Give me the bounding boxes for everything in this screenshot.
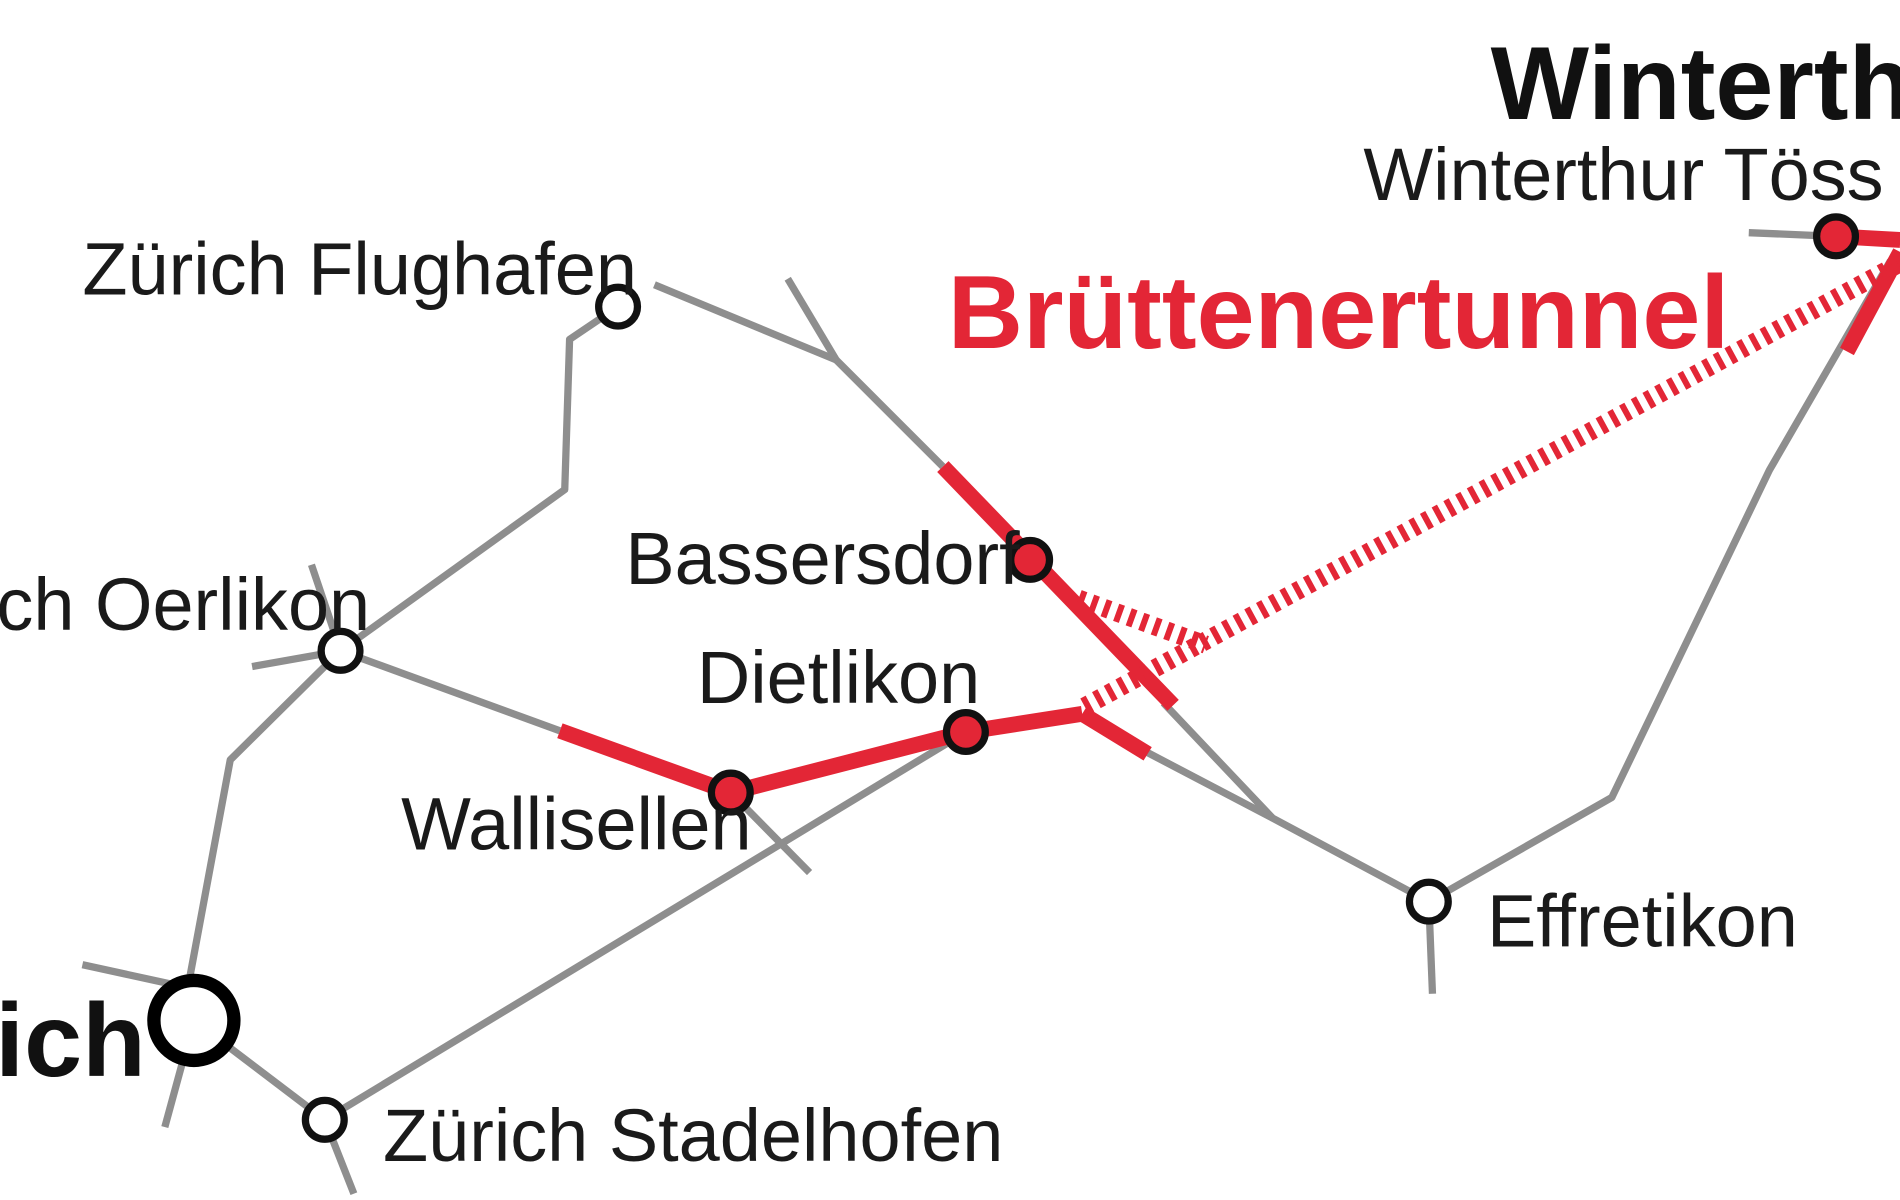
track-to-bassersdorf bbox=[833, 357, 946, 470]
tunnel-main bbox=[1080, 254, 1900, 715]
station-zuerich-hb-marker[interactable] bbox=[147, 973, 241, 1068]
upgrade-wallisellen-dietlikon bbox=[557, 706, 1084, 801]
label-zuerich-oerlikon: ch Oerlikon bbox=[0, 563, 370, 646]
track-bassersdorf-spur bbox=[784, 276, 840, 362]
tunnel-bassersdorf-branch bbox=[1075, 590, 1209, 654]
upgrade-dietlikon-junction bbox=[1078, 707, 1152, 761]
project-segments bbox=[557, 228, 1900, 801]
label-bruettenertunnel: Brüttenertunnel bbox=[948, 255, 1730, 371]
track-oerlikon-flughafen bbox=[338, 303, 621, 654]
label-effretikon: Effretikon bbox=[1487, 879, 1798, 962]
track-dietlikon-effretikon bbox=[1143, 748, 1275, 822]
upgrade-bassersdorf bbox=[937, 461, 1179, 711]
station-effretikon-marker[interactable] bbox=[1405, 878, 1452, 925]
station-winterthur-toess-marker[interactable] bbox=[1813, 213, 1860, 260]
label-winterthur-toess: Winterthur Töss bbox=[1363, 133, 1883, 216]
label-wallisellen: Wallisellen bbox=[401, 783, 751, 866]
station-zuerich-stadelhofen-marker[interactable] bbox=[301, 1096, 348, 1143]
label-bassersdorf: Bassersdorf bbox=[625, 517, 1020, 600]
track-oerlikon-wallisellen bbox=[339, 647, 562, 735]
track-effretikon-winterthur bbox=[1427, 258, 1894, 905]
label-zuerich-stadelhofen: Zürich Stadelhofen bbox=[383, 1094, 1003, 1177]
label-winterthur: Winterthu bbox=[1491, 26, 1900, 142]
existing-tracks bbox=[81, 229, 1894, 1196]
station-zuerich-flughafen-marker[interactable] bbox=[595, 283, 642, 330]
station-zuerich-oerlikon-marker[interactable] bbox=[317, 627, 364, 674]
label-dietlikon: Dietlikon bbox=[697, 636, 980, 719]
track-dietlikon-stadelhofen bbox=[322, 728, 968, 1123]
track-hb-oerlikon bbox=[184, 648, 344, 989]
station-dietlikon-marker[interactable] bbox=[942, 708, 989, 756]
track-flughafen-north bbox=[653, 281, 838, 364]
station-bassersdorf-marker[interactable] bbox=[1007, 536, 1054, 583]
tunnel-alignment bbox=[1075, 254, 1900, 715]
station-wallisellen-marker[interactable] bbox=[707, 769, 754, 816]
label-zuerich-flughafen: Zürich Flughafen bbox=[82, 227, 637, 310]
stations bbox=[147, 213, 1860, 1143]
label-zuerich-hb: ich bbox=[0, 983, 146, 1099]
labels: Winterthu Winterthur Töss Brüttenertunne… bbox=[0, 26, 1900, 1177]
track-bassersdorf-effretikon bbox=[1160, 700, 1431, 905]
upgrade-winterthur-approach bbox=[1839, 248, 1900, 356]
